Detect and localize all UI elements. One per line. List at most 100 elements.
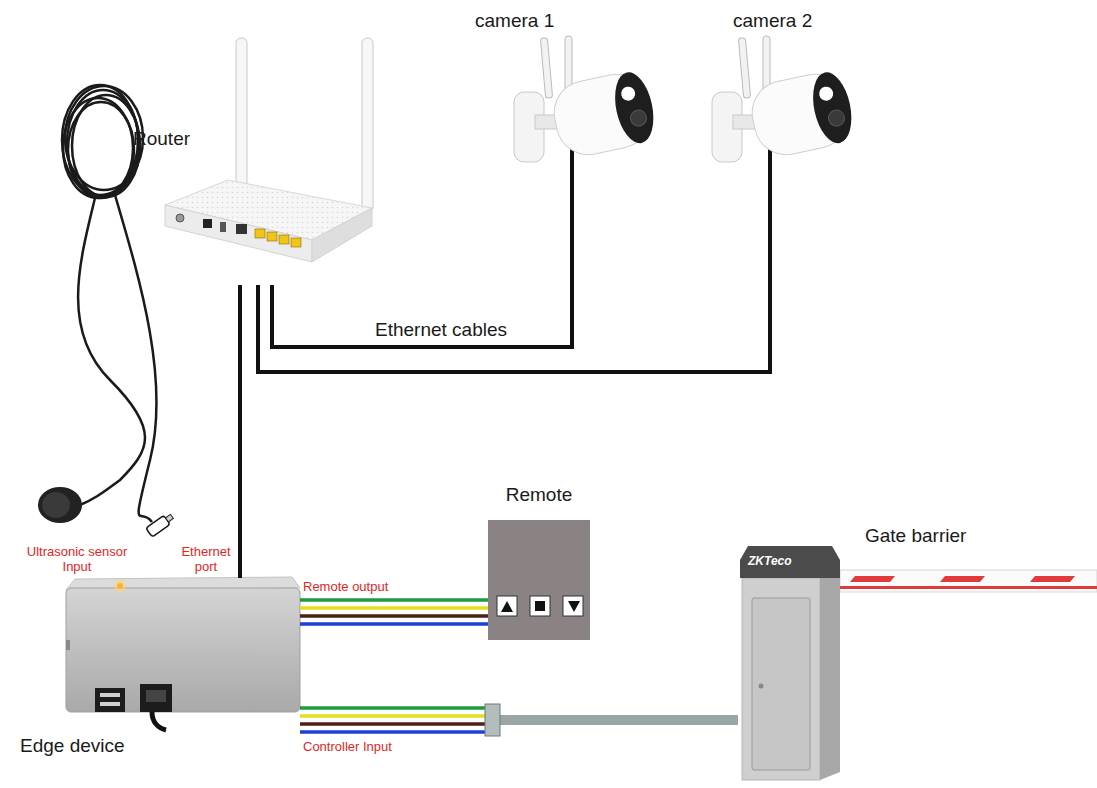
ultrasonic-sensor <box>115 195 157 522</box>
gate-barrier-illustration <box>759 684 764 689</box>
camera-node: camera 1 <box>470 10 650 165</box>
edge-device-illustration <box>152 712 166 730</box>
edge-device-illustration <box>100 693 120 697</box>
remote-illustration <box>563 596 583 616</box>
router-illustration <box>176 214 184 222</box>
camera-illustration <box>818 85 835 102</box>
device-name: Edge device <box>20 735 125 758</box>
gate-barrier-illustration <box>740 546 1097 780</box>
ultrasonic-sensor <box>166 514 174 522</box>
port-label: Remote output <box>303 580 388 595</box>
gate-barrier-illustration <box>740 546 840 578</box>
device-name: Gate barrier <box>865 525 966 548</box>
edge-device-illustration <box>66 640 70 650</box>
router-illustration <box>362 38 373 212</box>
router-illustration <box>165 38 373 262</box>
ethernet-cable <box>258 165 770 372</box>
signal-wire <box>300 614 488 618</box>
cable <box>258 165 770 372</box>
signal-wire <box>300 722 485 726</box>
ultrasonic-sensor <box>68 102 134 198</box>
camera-illustration <box>609 69 659 147</box>
edge-device-illustration <box>66 588 300 712</box>
router-illustration <box>255 229 265 238</box>
signal-wire <box>300 598 488 602</box>
signal-wire <box>300 606 488 610</box>
ethernet-cable <box>238 285 242 578</box>
edge-device-illustration <box>117 583 123 589</box>
gate-barrier-illustration <box>840 586 1097 589</box>
edge-device-illustration <box>114 580 126 592</box>
router-illustration <box>267 232 277 241</box>
camera-node: camera 2 <box>700 10 880 165</box>
edge-device-illustration <box>95 688 125 712</box>
gate-barrier-illustration <box>820 578 840 780</box>
gate-barrier-illustration <box>742 578 820 780</box>
cable <box>240 285 241 578</box>
remote-illustration <box>530 596 550 616</box>
camera-illustration <box>565 36 572 92</box>
camera-illustration <box>540 38 552 98</box>
cable <box>300 600 488 624</box>
camera-illustration <box>746 68 857 161</box>
router-node: Router <box>130 35 375 285</box>
camera-illustration <box>629 109 648 128</box>
signal-wire <box>300 714 485 718</box>
edge-device-illustration <box>66 577 300 730</box>
gate-barrier-illustration <box>850 576 895 582</box>
device-name: camera 1 <box>475 10 554 33</box>
router-illustration <box>203 219 212 228</box>
remote-illustration <box>488 520 590 640</box>
remote-node: Remote <box>488 480 590 640</box>
router-illustration <box>220 222 226 232</box>
camera-illustration <box>827 109 846 128</box>
ultrasonic-sensor <box>146 512 175 537</box>
device-name: camera 2 <box>733 10 812 33</box>
remote-illustration <box>488 520 590 640</box>
cable <box>272 165 572 347</box>
camera-illustration <box>548 68 659 161</box>
camera-illustration <box>620 85 637 102</box>
brand-logo: ZKTeco <box>748 555 792 569</box>
edge-device-illustration <box>100 702 120 706</box>
router-illustration <box>279 235 289 244</box>
cable-label: Ethernet cables <box>372 319 510 342</box>
device-name: Router <box>133 128 190 151</box>
ultrasonic-sensor <box>78 198 145 505</box>
router-illustration <box>312 208 372 262</box>
edge-device-illustration <box>146 690 166 702</box>
remote-illustration <box>497 596 517 616</box>
camera-illustration <box>514 36 660 165</box>
device-name: Remote <box>506 484 573 507</box>
signal-wire <box>300 730 485 734</box>
remote-illustration <box>568 601 580 612</box>
router-illustration <box>165 205 312 262</box>
ultrasonic-sensor <box>38 85 175 537</box>
port-label: Ethernet port <box>178 545 234 575</box>
gate-barrier-illustration <box>940 576 985 582</box>
control-cable <box>500 715 738 725</box>
port-label: Controller Input <box>303 740 392 755</box>
ultrasonic-sensor <box>42 492 70 518</box>
router-illustration <box>236 38 247 200</box>
gate-barrier-illustration <box>840 570 1097 592</box>
cable-splice <box>485 704 500 736</box>
gate-barrier-illustration <box>752 598 810 770</box>
router-illustration <box>291 238 301 247</box>
ethernet-cable <box>272 165 572 347</box>
camera-illustration <box>807 69 857 147</box>
ultrasonic-sensor <box>38 487 82 523</box>
camera-illustration <box>763 36 770 92</box>
edge-device-node: Edge device <box>15 578 300 765</box>
camera-illustration <box>712 36 858 165</box>
gate-barrier-illustration <box>1030 576 1075 582</box>
router-illustration <box>236 224 247 234</box>
edge-device-illustration <box>140 684 172 712</box>
remote-illustration <box>535 601 545 611</box>
signal-wire <box>300 706 485 710</box>
